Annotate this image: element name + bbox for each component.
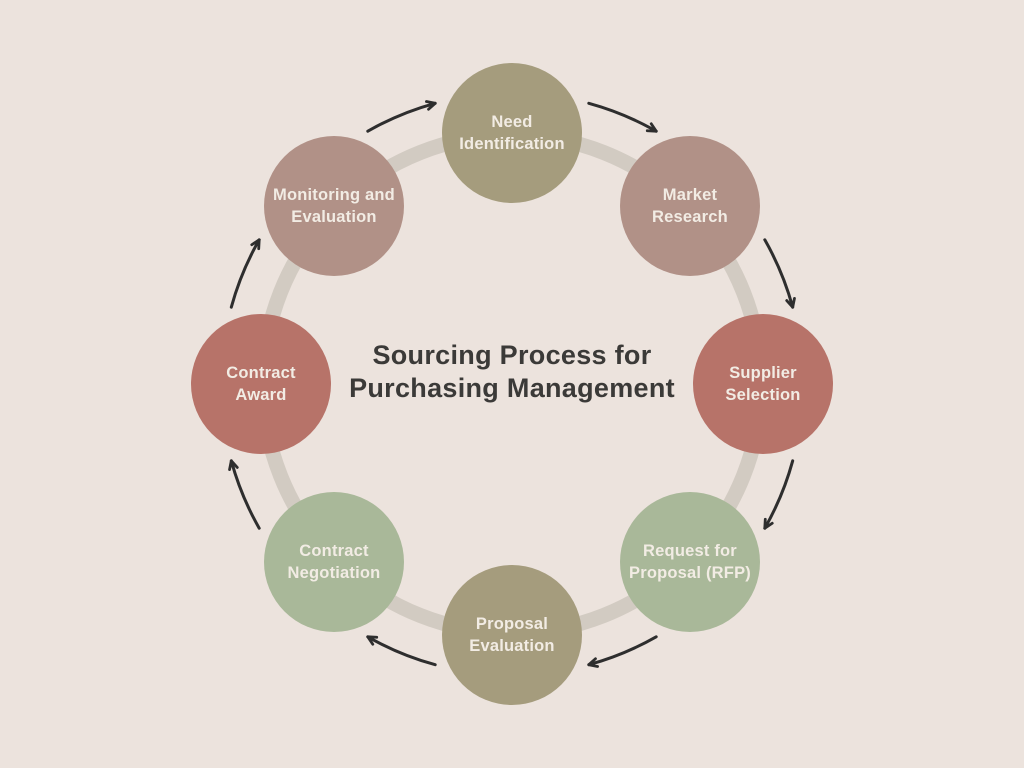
flow-arrow-5 [587, 635, 658, 668]
node-supplier-selection: Supplier Selection [693, 314, 833, 454]
node-proposal-evaluation: Proposal Evaluation [442, 565, 582, 705]
flow-arrow-2 [587, 101, 658, 133]
node-request-for-proposal-rfp: Request for Proposal (RFP) [620, 492, 760, 632]
flow-arrow-8 [229, 238, 261, 309]
diagram-title: Sourcing Process for Purchasing Manageme… [349, 340, 675, 403]
flow-arrow-3 [763, 238, 796, 309]
node-monitoring-and-evaluation: Monitoring and Evaluation [264, 136, 404, 276]
node-contract-award: Contract Award [191, 314, 331, 454]
flow-arrow-7 [228, 459, 261, 530]
node-contract-negotiation: Contract Negotiation [264, 492, 404, 632]
flow-arrow-4 [763, 459, 795, 530]
node-need-identification: Need Identification [442, 63, 582, 203]
flow-arrow-1 [366, 100, 437, 133]
flow-arrow-6 [366, 635, 437, 667]
node-market-research: Market Research [620, 136, 760, 276]
